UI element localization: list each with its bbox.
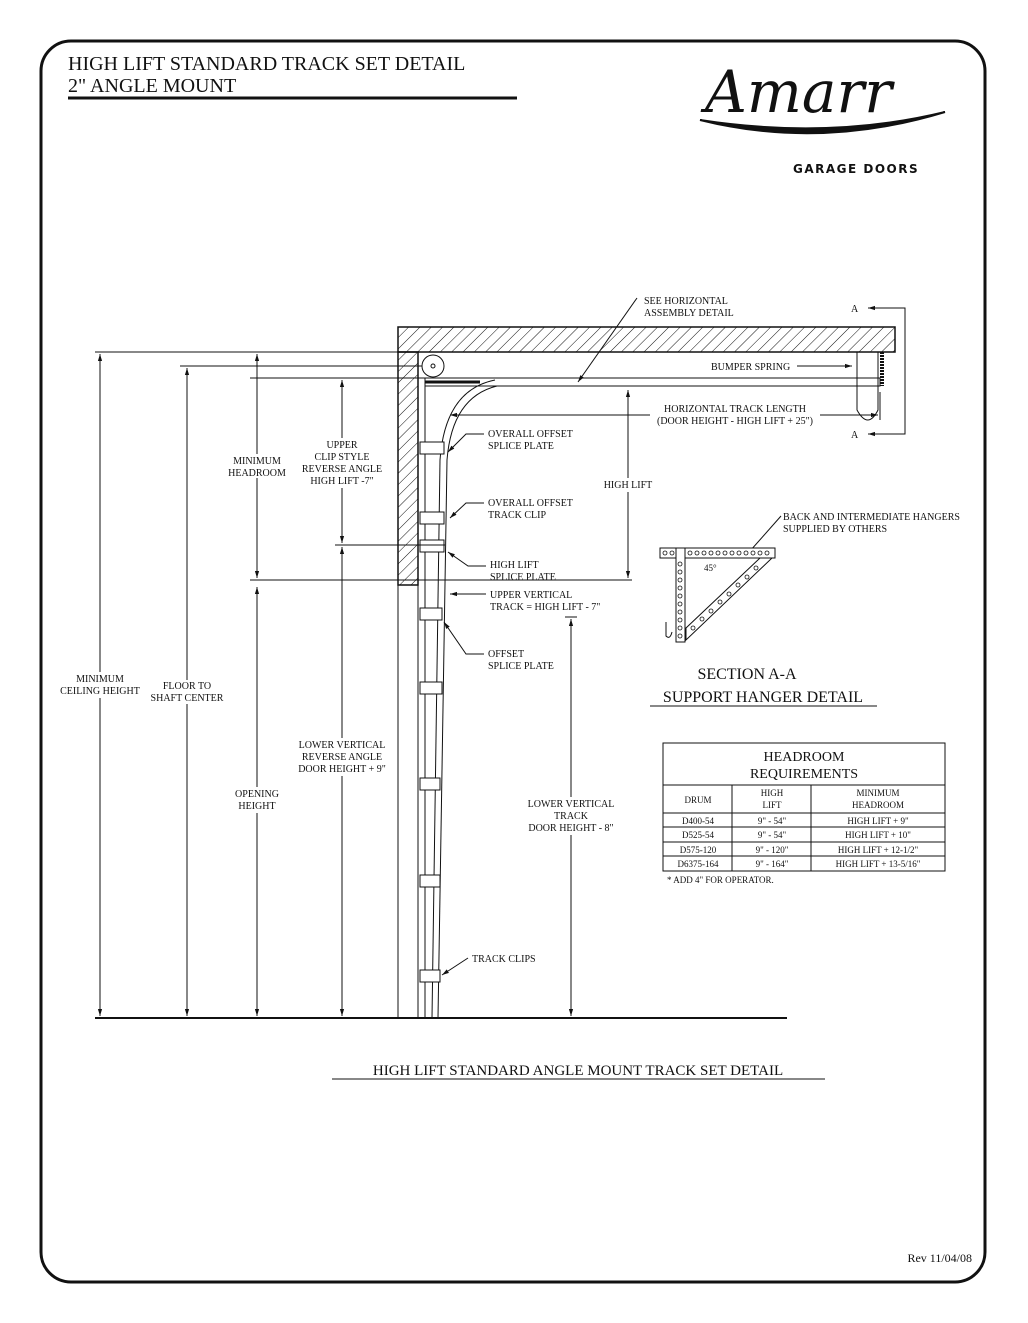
ceiling <box>397 326 896 353</box>
lower-track-label-1: LOWER VERTICAL <box>528 799 615 810</box>
vertical-track <box>431 459 441 1019</box>
bumper-spring-label: BUMPER SPRING <box>711 362 790 373</box>
see-horizontal-label-2: ASSEMBLY DETAIL <box>644 308 734 319</box>
high-lift-label: HIGH LIFT <box>604 480 653 491</box>
dimension-labels: MINIMUM CEILING HEIGHT FLOOR TO SHAFT CE… <box>55 402 820 835</box>
section-mark-top: A <box>851 304 859 315</box>
track-assembly <box>417 352 884 1019</box>
upper-clip-label-1: UPPER <box>326 440 357 451</box>
table-cell: D575-120 <box>680 845 717 855</box>
drawing-caption: HIGH LIFT STANDARD ANGLE MOUNT TRACK SET… <box>373 1063 783 1079</box>
table-cell: 9" - 164" <box>756 859 789 869</box>
table-note: * ADD 4" FOR OPERATOR. <box>667 875 774 885</box>
amarr-logo: Amarr GARAGE DOORS <box>699 58 946 176</box>
angle-label: 45° <box>704 563 717 573</box>
header-drum: DRUM <box>684 795 711 805</box>
section-title: SECTION A-A <box>697 666 797 683</box>
upper-vertical-label-2: TRACK = HIGH LIFT - 7" <box>490 602 600 613</box>
callouts: SEE HORIZONTAL ASSEMBLY DETAIL BUMPER SP… <box>441 296 960 976</box>
table-cell: D6375-164 <box>678 859 719 869</box>
high-lift-splice-label-2: SPLICE PLATE <box>490 572 556 583</box>
table-cell: 9" - 54" <box>758 830 787 840</box>
high-lift-splice-label-1: HIGH LIFT <box>490 560 539 571</box>
table-cell: D400-54 <box>682 816 714 826</box>
floor-shaft-label-1: FLOOR TO <box>163 681 211 692</box>
hangers-label-2: SUPPLIED BY OTHERS <box>783 524 887 535</box>
logo-swoosh <box>699 111 946 135</box>
logo-wordmark: Amarr <box>700 58 895 126</box>
wall-header <box>397 351 419 586</box>
upper-clip-label-2: CLIP STYLE <box>315 452 370 463</box>
floor-shaft-label-2: SHAFT CENTER <box>151 693 224 704</box>
track-clips-label: TRACK CLIPS <box>472 954 536 965</box>
table-cell: HIGH LIFT + 10" <box>845 830 911 840</box>
section-mark-bottom: A <box>851 430 859 441</box>
header-high-lift-2: LIFT <box>763 800 783 810</box>
opening-height-label-2: HEIGHT <box>238 801 275 812</box>
table-title-1: HEADROOM <box>764 750 845 765</box>
table-cell: HIGH LIFT + 12-1/2" <box>838 845 919 855</box>
drum <box>421 354 445 378</box>
overall-offset-splice-label-1: OVERALL OFFSET <box>488 429 573 440</box>
lower-reverse-label-2: REVERSE ANGLE <box>302 752 382 763</box>
title-line2: 2" ANGLE MOUNT <box>68 75 236 97</box>
header-high-lift-1: HIGH <box>761 788 784 798</box>
min-headroom-label-1: MINIMUM <box>233 456 281 467</box>
lower-reverse-label-1: LOWER VERTICAL <box>299 740 386 751</box>
min-headroom-label-2: HEADROOM <box>228 468 286 479</box>
table-title-2: REQUIREMENTS <box>750 767 858 782</box>
overall-offset-clip-label-1: OVERALL OFFSET <box>488 498 573 509</box>
table-cell: D525-54 <box>682 830 714 840</box>
logo-subtitle: GARAGE DOORS <box>793 162 919 176</box>
opening-height-label-1: OPENING <box>235 789 279 800</box>
revision-date: Rev 11/04/08 <box>907 1251 972 1265</box>
header-min-headroom-1: MINIMUM <box>856 788 899 798</box>
support-hanger-drawing: 45° <box>659 547 776 643</box>
building-structure <box>95 326 896 1019</box>
min-ceiling-label-2: CEILING HEIGHT <box>60 686 140 697</box>
table-cell: HIGH LIFT + 9" <box>847 816 909 826</box>
hangers-label-1: BACK AND INTERMEDIATE HANGERS <box>783 512 960 523</box>
offset-splice-label-2: SPLICE PLATE <box>488 661 554 672</box>
see-horizontal-label-1: SEE HORIZONTAL <box>644 296 728 307</box>
overall-offset-splice-label-2: SPLICE PLATE <box>488 441 554 452</box>
lower-track-label-3: DOOR HEIGHT - 8" <box>528 823 613 834</box>
table-cell: HIGH LIFT + 13-5/16" <box>836 859 921 869</box>
headroom-table: HEADROOM REQUIREMENTS DRUM HIGH LIFT MIN… <box>662 742 946 885</box>
horizontal-track-label-1: HORIZONTAL TRACK LENGTH <box>664 404 806 415</box>
horizontal-track-label-2: (DOOR HEIGHT - HIGH LIFT + 25") <box>657 416 813 427</box>
lower-track-label-2: TRACK <box>554 811 589 822</box>
title-line1: HIGH LIFT STANDARD TRACK SET DETAIL <box>68 53 465 75</box>
upper-clip-label-3: REVERSE ANGLE <box>302 464 382 475</box>
horizontal-track <box>424 377 881 387</box>
upper-vertical-label-1: UPPER VERTICAL <box>490 590 572 601</box>
sheet-border <box>39 39 987 1284</box>
table-cell: 9" - 120" <box>756 845 789 855</box>
min-ceiling-label-1: MINIMUM <box>76 674 124 685</box>
bumper-spring <box>856 352 879 421</box>
overall-offset-clip-label-2: TRACK CLIP <box>488 510 547 521</box>
extension-lines <box>95 351 881 618</box>
header-min-headroom-2: HEADROOM <box>852 800 904 810</box>
offset-splice-label-1: OFFSET <box>488 649 524 660</box>
table-cell: 9" - 54" <box>758 816 787 826</box>
upper-clip-label-4: HIGH LIFT -7" <box>310 476 373 487</box>
lower-reverse-label-3: DOOR HEIGHT + 9" <box>298 764 386 775</box>
section-subtitle: SUPPORT HANGER DETAIL <box>663 689 863 706</box>
